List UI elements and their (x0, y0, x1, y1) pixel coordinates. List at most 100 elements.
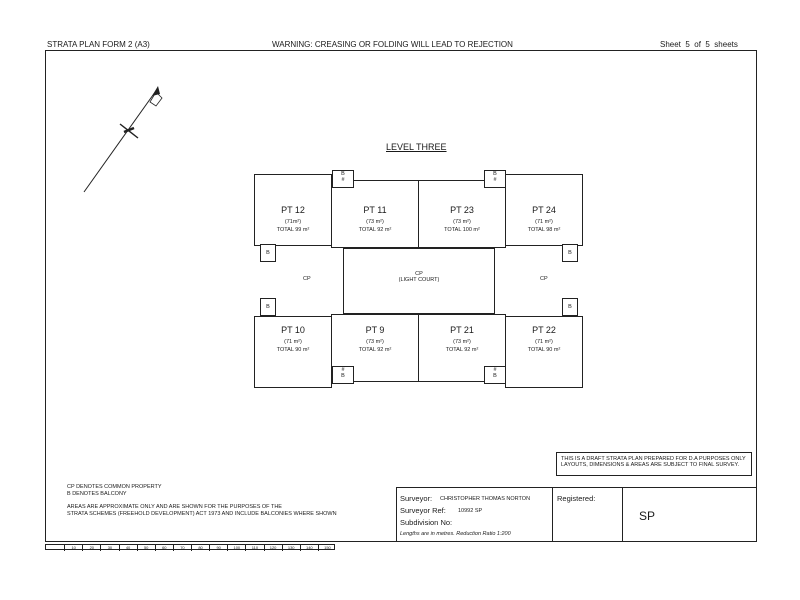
sheet-indicator: Sheet 5 of 5 sheets (660, 40, 738, 49)
form-title: STRATA PLAN FORM 2 (A3) (47, 40, 150, 49)
scale-bar-tick: 110 (245, 545, 263, 551)
lot-total: TOTAL 92 m² (445, 347, 479, 353)
scale-bar-tick: 30 (100, 545, 118, 551)
balcony-pt12: B (260, 244, 276, 262)
title-block-divider (552, 487, 553, 542)
lot-area: (71 m²) (535, 219, 553, 225)
lot-total: TOTAL 92 m² (358, 227, 392, 233)
lot-total: TOTAL 100 m² (444, 227, 480, 233)
lot-total: TOTAL 90 m² (527, 347, 561, 353)
warning-text: WARNING: CREASING OR FOLDING WILL LEAD T… (272, 40, 513, 49)
light-court: CP (LIGHT COURT) (343, 248, 495, 314)
balcony-mark: # (493, 367, 497, 373)
lot-pt10: PT 10 (71 m²) TOTAL 90 m² (254, 316, 332, 388)
note-cp: CP DENOTES COMMON PROPERTY (67, 484, 162, 490)
registered-label: Registered: (557, 494, 596, 503)
balcony-pt10: B (260, 298, 276, 316)
scale-bar-tick: 120 (263, 545, 282, 551)
light-court-label: (LIGHT COURT) (398, 277, 440, 283)
lot-name: PT 10 (281, 325, 305, 335)
lot-pt11: PT 11 (73 m²) TOTAL 92 m² (331, 180, 419, 248)
balcony-mark: # (341, 177, 345, 183)
lot-total: TOTAL 99 m² (276, 227, 310, 233)
sheet-of: of (694, 40, 701, 49)
lot-area: (73 m²) (366, 219, 384, 225)
balcony-pt24: B (562, 244, 578, 262)
balcony-label: B (493, 171, 497, 177)
balcony-pt21: # B (484, 366, 506, 384)
lot-area: (71 m²) (535, 339, 553, 345)
sheet-number: 5 (685, 40, 690, 49)
draft-notice: THIS IS A DRAFT STRATA PLAN PREPARED FOR… (556, 452, 752, 476)
lot-name: PT 21 (450, 325, 474, 335)
scale-bar-tick: 60 (154, 545, 173, 551)
surveyor-ref-label: Surveyor Ref: (400, 506, 446, 515)
balcony-pt22: B (562, 298, 578, 316)
lot-area: (73 m²) (453, 219, 471, 225)
balcony-label: B (568, 304, 572, 310)
balcony-pt23: B # (484, 170, 506, 188)
lot-name: PT 24 (532, 205, 556, 215)
cp-label-left: CP (303, 276, 311, 282)
title-block-divider (622, 487, 623, 542)
scale-bar-tick: 130 (281, 545, 300, 551)
lot-pt22: PT 22 (71 m²) TOTAL 90 m² (505, 316, 583, 388)
lot-name: PT 12 (281, 205, 305, 215)
level-title: LEVEL THREE (386, 142, 447, 152)
lot-name: PT 22 (532, 325, 556, 335)
scale-bar-tick: 150 (317, 545, 336, 551)
sheet-total: 5 (705, 40, 710, 49)
surveyor-ref-value: 10992 SP (458, 508, 483, 514)
surveyor-name: CHRISTOPHER THOMAS NORTON (440, 496, 531, 502)
sp-number: SP (639, 509, 656, 523)
lot-name: PT 9 (365, 325, 385, 335)
balcony-pt9: # B (332, 366, 354, 384)
scale-bar-tick: 40 (118, 545, 137, 551)
scale-bar-tick: 20 (82, 545, 100, 551)
lot-area: (71 m²) (284, 339, 302, 345)
scale-bar-tick: 80 (191, 545, 209, 551)
scale-bar-tick: 90 (209, 545, 227, 551)
lot-area: (71m²) (284, 219, 302, 225)
balcony-label: B (568, 250, 572, 256)
scale-bar-tick: 10 (64, 545, 82, 551)
note-areas-line1: AREAS ARE APPROXIMATE ONLY AND ARE SHOWN… (67, 504, 282, 510)
lot-area: (73 m²) (366, 339, 384, 345)
scale-bar-tick: 100 (227, 545, 245, 551)
light-court-code: CP (415, 271, 423, 277)
balcony-mark: # (493, 177, 497, 183)
sheet-suffix: sheets (714, 40, 738, 49)
surveyor-label: Surveyor: (400, 494, 433, 503)
lot-name: PT 11 (363, 205, 387, 215)
scale-bar-tick: 70 (172, 545, 191, 551)
subdivision-label: Subdivision No: (400, 518, 453, 527)
balcony-label: B (341, 171, 345, 177)
draft-notice-line1: THIS IS A DRAFT STRATA PLAN PREPARED FOR… (561, 456, 746, 462)
lengths-note: Lengths are in metres. Reduction Ratio 1… (400, 531, 511, 537)
lot-total: TOTAL 98 m² (527, 227, 561, 233)
balcony-label: B (341, 373, 345, 379)
lot-total: TOTAL 92 m² (358, 347, 392, 353)
balcony-label: B (266, 250, 270, 256)
balcony-mark: # (341, 367, 345, 373)
cp-label-right: CP (540, 276, 548, 282)
balcony-pt11: B # (332, 170, 354, 188)
lot-name: PT 23 (450, 205, 474, 215)
north-arrow-icon (83, 86, 163, 193)
lot-area: (73 m²) (453, 339, 471, 345)
sheet-prefix: Sheet (660, 40, 681, 49)
lot-total: TOTAL 90 m² (276, 347, 310, 353)
note-balcony: B DENOTES BALCONY (67, 491, 127, 497)
scale-bar-cell (46, 545, 64, 551)
balcony-label: B (493, 373, 497, 379)
lot-pt24: PT 24 (71 m²) TOTAL 98 m² (505, 174, 583, 246)
scale-bar-tick: 140 (299, 545, 318, 551)
lot-pt23: PT 23 (73 m²) TOTAL 100 m² (418, 180, 506, 248)
lot-pt12: PT 12 (71m²) TOTAL 99 m² (254, 174, 332, 246)
title-block (396, 487, 757, 542)
note-areas-line2: STRATA SCHEMES (FREEHOLD DEVELOPMENT) AC… (67, 511, 337, 517)
balcony-label: B (266, 304, 270, 310)
scale-bar-tick: 50 (136, 545, 155, 551)
draft-notice-line2: LAYOUTS, DIMENSIONS & AREAS ARE SUBJECT … (561, 462, 739, 468)
